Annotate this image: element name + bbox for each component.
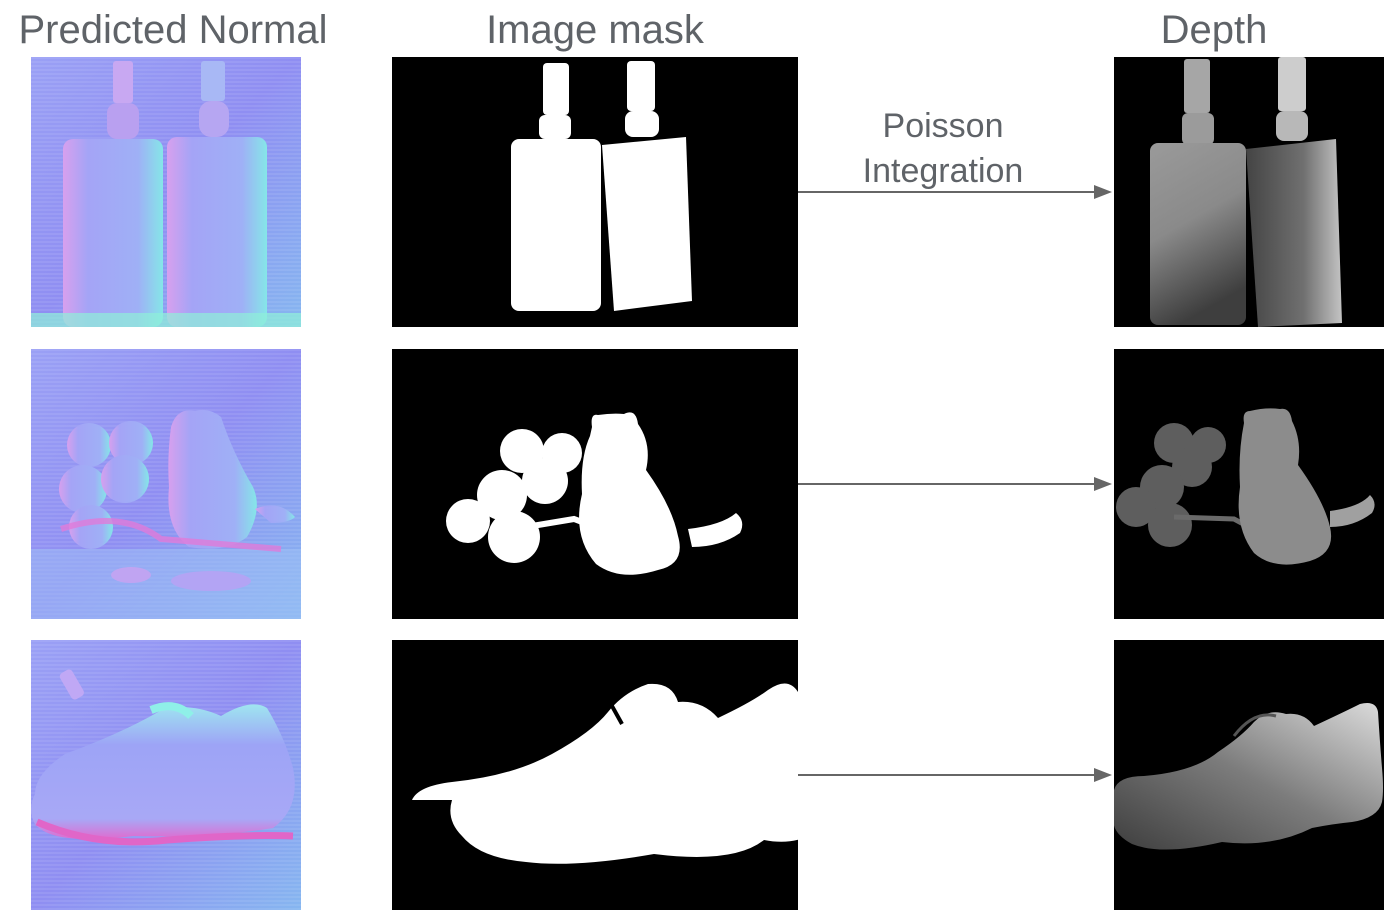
image-mask-title: Image mask: [486, 8, 704, 52]
depth-grapes-cat: [1114, 349, 1384, 619]
depth-shoe: [1114, 640, 1384, 910]
image-mask-grapes-cat: [392, 349, 798, 619]
poisson-integration-label: Poisson Integration: [842, 104, 1044, 194]
predicted-normal-bottles: [31, 57, 301, 327]
predicted-normal-grapes-cat: [31, 349, 301, 619]
predicted-normal-shoe: [31, 640, 301, 910]
depth-title: Depth: [1160, 8, 1268, 52]
predicted-normal-title: Predicted Normal: [18, 8, 328, 52]
arrowhead-row1: [1094, 185, 1112, 199]
arrowhead-row3: [1094, 768, 1112, 782]
depth-bottles: [1114, 57, 1384, 327]
image-mask-bottles: [392, 57, 798, 327]
arrow-label-line2: Integration: [862, 152, 1024, 190]
arrow-label-line1: Poisson: [882, 107, 1004, 145]
image-mask-shoe: [392, 640, 798, 910]
arrowhead-row2: [1094, 477, 1112, 491]
